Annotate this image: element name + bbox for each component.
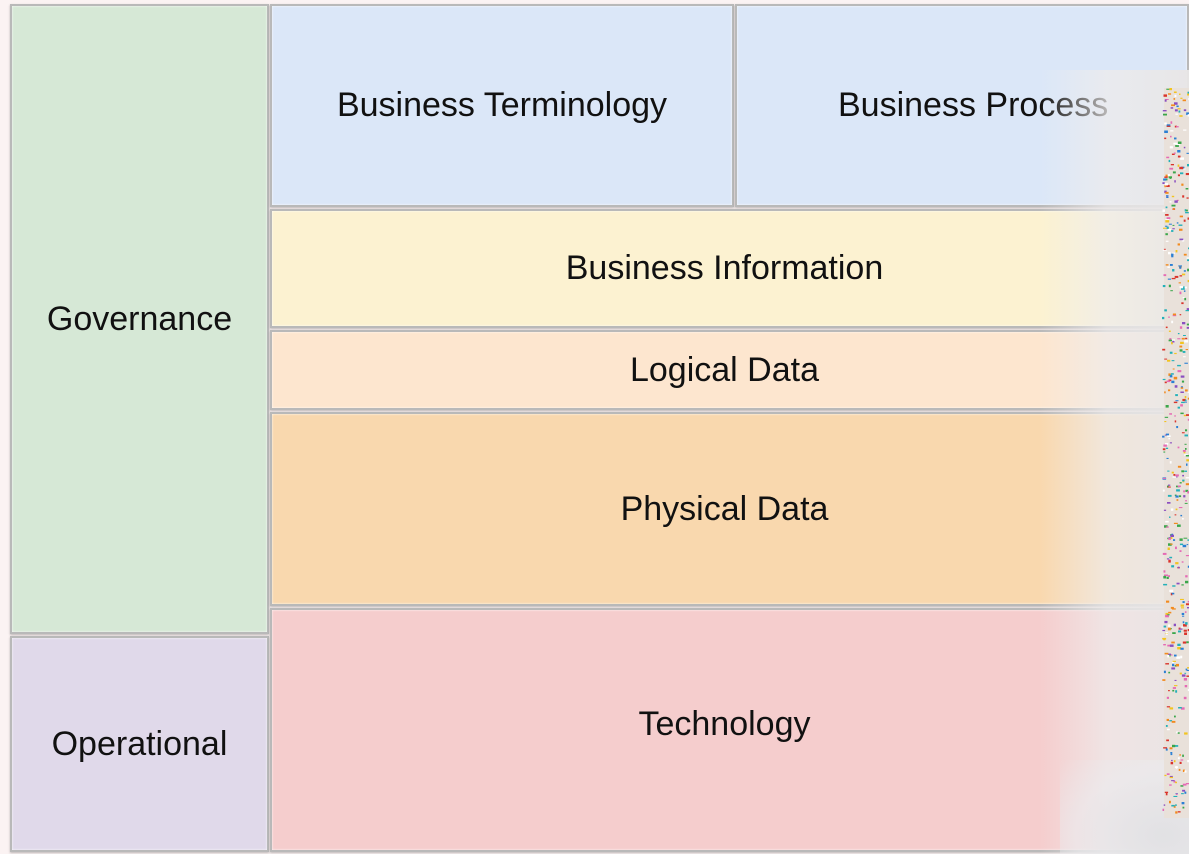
- technology-label: Technology: [638, 704, 811, 743]
- logical-data-label: Logical Data: [629, 350, 819, 389]
- technology-block: Technology: [270, 608, 1189, 852]
- governance-label: Governance: [46, 299, 233, 338]
- business-information-label: Business Information: [565, 249, 884, 287]
- business-information-block: Business Information: [270, 209, 1189, 328]
- business-process-block: Business Process: [735, 4, 1189, 207]
- business-terminology-block: Business Terminology: [270, 4, 734, 207]
- operational-block: Operational: [10, 636, 269, 852]
- physical-data-block: Physical Data: [270, 412, 1189, 606]
- business-terminology-label: Business Terminology: [336, 86, 668, 124]
- physical-data-label: Physical Data: [620, 489, 829, 528]
- business-process-label: Business Process: [838, 86, 1109, 124]
- operational-label: Operational: [51, 724, 228, 763]
- governance-block: Governance: [10, 4, 269, 634]
- logical-data-block: Logical Data: [270, 330, 1189, 410]
